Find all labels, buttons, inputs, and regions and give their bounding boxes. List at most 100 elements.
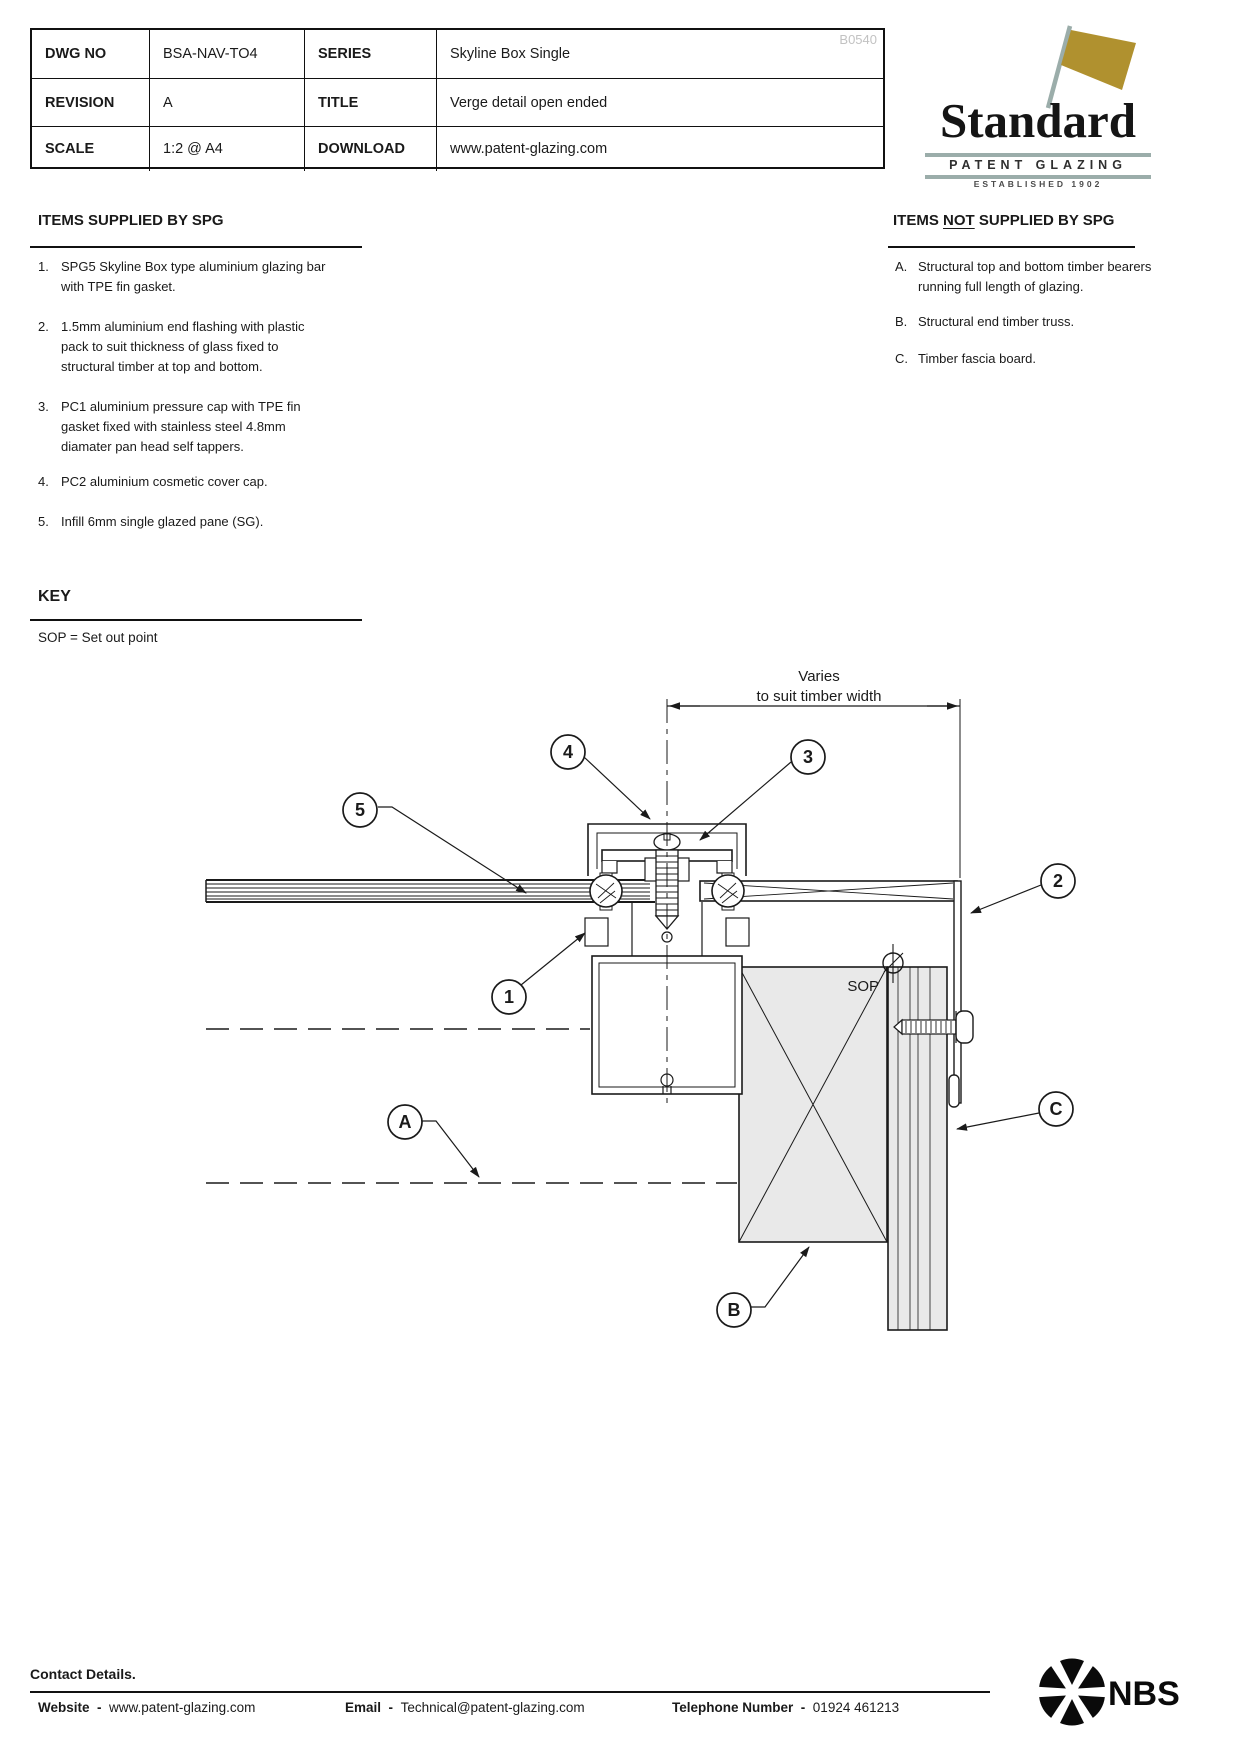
callout-1: 1 (491, 979, 527, 1015)
not-supplied-item-a: A. Structural top and bottom timber bear… (895, 257, 1190, 297)
callout-1-label: 1 (504, 987, 514, 1007)
sop-label: SOP (847, 978, 879, 995)
item-letter: B. (895, 314, 908, 329)
sop-marker (882, 944, 904, 983)
revision-label: REVISION (32, 79, 150, 127)
logo-rule-top (925, 153, 1151, 157)
download-value[interactable]: www.patent-glazing.com (450, 141, 608, 157)
series-value: Skyline Box Single (437, 30, 883, 79)
footer-rule (30, 1691, 990, 1693)
email-label: Email (345, 1700, 382, 1715)
website-link[interactable]: www.patent-glazing.com (109, 1700, 256, 1715)
tpe-gasket-right (711, 872, 745, 911)
heading-part: ITEMS (893, 212, 944, 229)
logo-wordmark: Standard (939, 93, 1137, 148)
tpe-gasket-left (589, 872, 623, 911)
callout-4: 4 (550, 734, 586, 770)
title-label: TITLE (305, 79, 437, 127)
separator: - (800, 1700, 806, 1715)
phone-number: 01924 461213 (812, 1700, 900, 1715)
item-number: 3. (38, 399, 49, 414)
title-block-table: DWG NO BSA-NAV-TO4 SERIES Skyline Box Si… (30, 28, 885, 171)
supplied-item-3: 3. PC1 aluminium pressure cap with TPE f… (38, 397, 329, 457)
logo-rule-bottom (925, 175, 1151, 179)
nbs-star-icon (1039, 1658, 1105, 1726)
scale-value: 1:2 @ A4 (150, 127, 305, 171)
phone-label: Telephone Number (672, 1700, 794, 1715)
item-text: Infill 6mm single glazed pane (SG). (61, 514, 264, 529)
dwg-no-value: BSA-NAV-TO4 (150, 30, 305, 79)
callout-5: 5 (342, 792, 378, 828)
supplied-item-2: 2. 1.5mm aluminium end flashing with pla… (38, 317, 329, 377)
callout-c: C (1038, 1091, 1074, 1127)
callout-3-label: 3 (803, 747, 813, 767)
item-text: PC2 aluminium cosmetic cover cap. (61, 474, 268, 489)
key-entry-sop: SOP = Set out point (38, 630, 158, 645)
callout-a-label: A (399, 1112, 412, 1132)
callout-2: 2 (1040, 863, 1076, 899)
footer-phone: Telephone Number - 01924 461213 (672, 1700, 899, 1715)
item-letter: C. (895, 351, 908, 366)
logo-subtitle: PATENT GLAZING (949, 158, 1127, 172)
footer-email: Email - Technical@patent-glazing.com (345, 1700, 585, 1715)
callout-a: A (387, 1104, 423, 1140)
series-label: SERIES (305, 30, 437, 79)
item-number: 4. (38, 474, 49, 489)
item-text: Timber fascia board. (918, 351, 1037, 366)
not-supplied-heading: ITEMS NOT SUPPLIED BY SPG (893, 212, 1114, 229)
item-number: 2. (38, 319, 49, 334)
not-supplied-item-c: C. Timber fascia board. (895, 349, 1190, 369)
footer-website: Website - www.patent-glazing.com (38, 1700, 255, 1715)
supplied-heading: ITEMS SUPPLIED BY SPG (38, 212, 224, 229)
callout-3: 3 (790, 739, 826, 775)
not-supplied-item-b: B. Structural end timber truss. (895, 312, 1190, 332)
dimension-text-line2: to suit timber width (756, 688, 881, 705)
scale-label: SCALE (32, 127, 150, 171)
timber-truss (738, 966, 888, 1243)
separator: - (97, 1700, 102, 1715)
item-letter: A. (895, 259, 908, 274)
heading-part: SUPPLIED BY SPG (974, 212, 1115, 229)
contact-details-heading: Contact Details. (30, 1666, 136, 1682)
callout-b-label: B (728, 1300, 741, 1320)
heading-underlined: NOT (943, 212, 975, 229)
callout-b: B (716, 1292, 752, 1328)
callout-c-label: C (1050, 1099, 1063, 1119)
logo-established: ESTABLISHED 1902 (973, 179, 1103, 189)
key-rule (30, 619, 362, 621)
supplied-item-5: 5. Infill 6mm single glazed pane (SG). (38, 512, 329, 532)
supplied-item-1: 1. SPG5 Skyline Box type aluminium glazi… (38, 257, 329, 297)
revision-value: A (150, 79, 305, 127)
logo-pennant-icon (1045, 25, 1136, 109)
company-logo: Standard PATENT GLAZING ESTABLISHED 1902 (918, 20, 1158, 189)
supplied-item-4: 4. PC2 aluminium cosmetic cover cap. (38, 472, 329, 492)
item-text: SPG5 Skyline Box type aluminium glazing … (61, 259, 326, 294)
item-text: Structural top and bottom timber bearers… (918, 259, 1152, 294)
callout-5-label: 5 (355, 800, 365, 820)
download-label: DOWNLOAD (305, 127, 437, 171)
item-text: PC1 aluminium pressure cap with TPE fin … (61, 399, 301, 454)
fixing-screw-horizontal (893, 1010, 974, 1044)
key-heading: KEY (38, 588, 71, 605)
end-flashing-vertical (948, 880, 962, 1108)
sheet-code-watermark: B0540 (839, 32, 877, 47)
callout-2-label: 2 (1053, 871, 1063, 891)
callout-leaders (378, 756, 1042, 1308)
website-label: Website (38, 1700, 90, 1715)
item-number: 1. (38, 259, 49, 274)
hidden-bearer-lines (206, 1028, 737, 1184)
title-value: Verge detail open ended (437, 79, 883, 127)
item-number: 5. (38, 514, 49, 529)
dwg-no-label: DWG NO (32, 30, 150, 79)
nbs-logo: NBS (1039, 1658, 1180, 1726)
glass-pane (205, 879, 655, 903)
email-link[interactable]: Technical@patent-glazing.com (400, 1700, 585, 1715)
not-supplied-rule (888, 246, 1135, 248)
nbs-wordmark: NBS (1108, 1675, 1180, 1713)
callout-4-label: 4 (563, 742, 573, 762)
dimension-text-line1: Varies (798, 668, 839, 685)
item-text: Structural end timber truss. (918, 314, 1075, 329)
item-text: 1.5mm aluminium end flashing with plasti… (61, 319, 305, 374)
